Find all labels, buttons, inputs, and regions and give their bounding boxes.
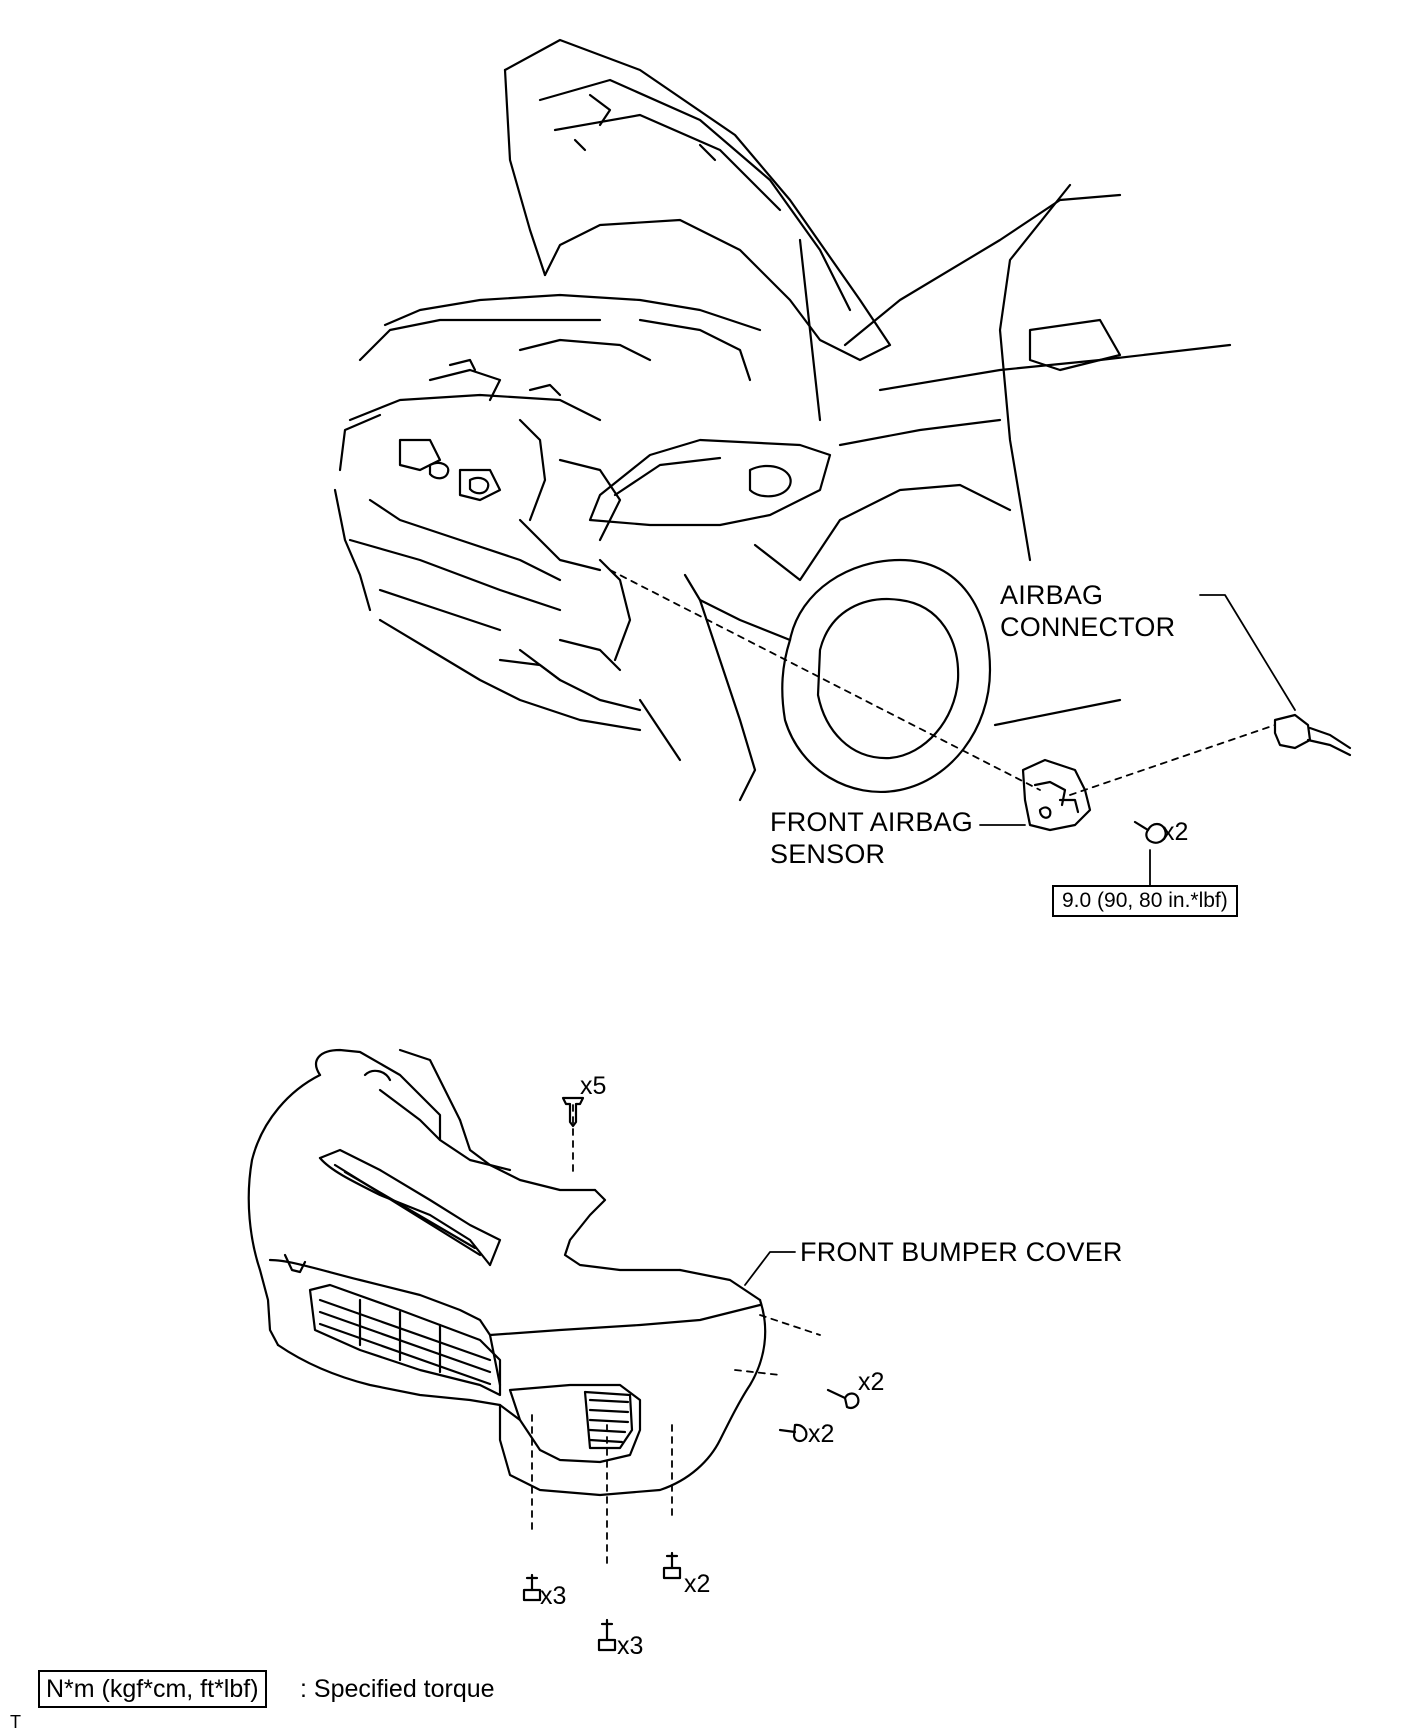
bumper-bottom-center-bolt-icon [597,1618,617,1652]
bumper-bottom-right-bolt-icon [662,1551,682,1580]
bumper-clip-top-icon [561,1096,585,1128]
torque-unit-legend-box: N*m (kgf*cm, ft*lbf) [38,1670,267,1708]
corner-mark: T [10,1712,21,1732]
torque-legend-description: : Specified torque [300,1675,495,1703]
bumper-side-clip-icon [778,1423,808,1443]
bumper-side-clip-quantity: x2 [808,1420,835,1448]
airbag-connector-label-line2: CONNECTOR [1000,612,1176,642]
front-airbag-sensor-label-line1: FRONT AIRBAG [770,807,973,837]
bumper-bottom-left-bolt-icon [522,1573,542,1602]
airbag-connector-part [1273,713,1352,757]
sensor-bolt-icon [1133,820,1167,844]
front-airbag-sensor-label-line2: SENSOR [770,839,886,869]
airbag-connector-label-line1: AIRBAG [1000,580,1104,610]
front-bumper-cover-part [247,1048,767,1497]
bumper-bottom-right-quantity: x2 [684,1570,711,1598]
leader-lines-upper [979,594,1296,886]
sensor-bolt-quantity: x2 [1162,818,1189,846]
bumper-top-clip-quantity: x5 [580,1072,607,1100]
leader-line-bumper [744,1251,796,1286]
sensor-bolt-torque-box: 9.0 (90, 80 in.*lbf) [1052,885,1238,917]
front-airbag-sensor-part [1021,758,1092,832]
bumper-side-screw-quantity: x2 [858,1368,885,1396]
bumper-bottom-left-quantity: x3 [540,1582,567,1610]
bumper-side-screw-icon [826,1388,860,1409]
installation-guide-lines [531,569,1276,1566]
bumper-bottom-center-quantity: x3 [617,1632,644,1660]
vehicle-front-illustration [333,38,1232,802]
front-bumper-cover-label: FRONT BUMPER COVER [800,1237,1123,1267]
